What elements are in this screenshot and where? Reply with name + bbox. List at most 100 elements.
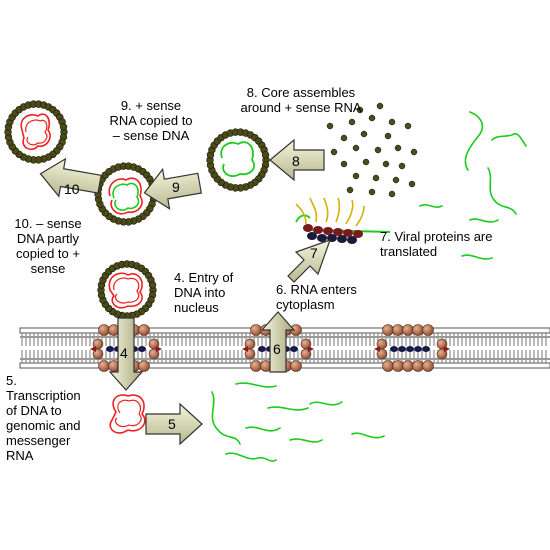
- core-particle: [388, 190, 396, 198]
- pore-core: [138, 346, 146, 352]
- pore-subunit: [98, 324, 110, 336]
- label-step4: 4. Entry of DNA into nucleus: [174, 270, 233, 315]
- core-particle: [398, 162, 406, 170]
- core-particle: [340, 134, 348, 142]
- capsid-step8: [206, 128, 270, 192]
- pore-core: [414, 346, 422, 352]
- label-step4-line2: DNA into: [174, 285, 226, 300]
- pore-subunit: [422, 324, 434, 336]
- core-particle: [326, 122, 334, 130]
- label-step9-line2: RNA copied to: [109, 113, 193, 128]
- pore-core: [106, 346, 114, 352]
- pore-subunit: [422, 360, 434, 372]
- pore-core: [290, 346, 298, 352]
- dna-strand-capsid10: [20, 113, 51, 151]
- arrow-7-label: 7: [310, 245, 318, 261]
- core-particle: [352, 144, 360, 152]
- pore-subunit: [250, 360, 262, 372]
- label-step9: 9. + sense RNA copied to – sense DNA: [100, 98, 202, 143]
- pore-subunit: [250, 324, 262, 336]
- rna-fragments: [211, 111, 527, 462]
- rna-strand-capsid8: [220, 141, 255, 177]
- core-particle: [362, 158, 370, 166]
- dna-strand-capsid4: [108, 272, 143, 309]
- pore-core: [406, 346, 414, 352]
- core-particle: [408, 180, 416, 188]
- arrow-7: 7: [287, 239, 331, 283]
- free-core-particles: [326, 102, 418, 198]
- arrow-6-label: 6: [273, 341, 281, 357]
- pore-subunit: [98, 360, 110, 372]
- arrow-9: 9: [143, 167, 203, 210]
- label-step10-line4: sense: [30, 261, 66, 276]
- dna-strand-capsid9: [108, 177, 143, 215]
- pore-core: [258, 346, 266, 352]
- label-step7-line1: 7. Viral proteins are: [380, 229, 493, 244]
- arrow-5-label: 5: [168, 416, 176, 432]
- label-step5-line2: Transcription: [6, 388, 81, 403]
- label-step5-line3: of DNA to: [6, 403, 62, 418]
- pore-subunit: [402, 360, 414, 372]
- core-particle: [360, 130, 368, 138]
- pore-core: [422, 346, 430, 352]
- dna-strand2-capsid10: [25, 119, 48, 146]
- rna-strand-capsid9: [112, 182, 140, 211]
- pore-subunit: [382, 360, 394, 372]
- arrow-9-label: 9: [172, 179, 180, 195]
- label-step6-line2: cytoplasm: [276, 297, 335, 312]
- pore-subunit: [382, 324, 394, 336]
- label-step6: 6. RNA enters cytoplasm: [276, 282, 357, 312]
- label-step5-line4: genomic and: [6, 418, 81, 433]
- core-particle: [330, 148, 338, 156]
- label-step8-line2: around + sense RNA: [240, 100, 362, 115]
- capsid-subunit: [59, 123, 68, 131]
- core-particle: [372, 174, 380, 182]
- pore-core: [390, 346, 398, 352]
- core-particle: [404, 122, 412, 130]
- label-step8-line1: 8. Core assembles: [246, 85, 356, 100]
- ribosome-complex: [295, 197, 391, 244]
- core-particle: [384, 132, 392, 140]
- dna-free-nucleus-2: [114, 399, 142, 428]
- core-particle: [340, 160, 348, 168]
- arrow-10-label: 10: [64, 181, 80, 197]
- pore-subunit: [138, 360, 150, 372]
- core-particle: [346, 186, 354, 194]
- arrow-8: 8: [269, 138, 325, 182]
- core-particle: [388, 118, 396, 126]
- label-step10-line3: copied to +: [16, 246, 80, 261]
- arrow-6: 6: [260, 311, 296, 373]
- label-step10-line1: 10. – sense: [14, 216, 82, 231]
- pore-subunit: [402, 324, 414, 336]
- label-step4-line3: nucleus: [174, 300, 219, 315]
- core-particle: [348, 118, 356, 126]
- capsid-subunit: [261, 151, 270, 159]
- core-particle: [410, 148, 418, 156]
- core-particle: [376, 102, 384, 110]
- label-step6-line1: 6. RNA enters: [276, 282, 357, 297]
- label-step5-line1: 5.: [6, 373, 17, 388]
- label-step7: 7. Viral proteins are translated: [380, 229, 493, 259]
- label-step9-line3: – sense DNA: [112, 128, 190, 143]
- pore-subunit: [138, 324, 150, 336]
- label-step10: 10. – sense DNA partly copied to + sense: [6, 216, 90, 276]
- arrow-10: 10: [39, 157, 102, 198]
- core-particle: [374, 146, 382, 154]
- pore-subunit: [412, 324, 424, 336]
- core-particle: [356, 106, 364, 114]
- capsid-step4: [97, 260, 157, 320]
- core-particle: [352, 172, 360, 180]
- label-step5: 5. Transcription of DNA to genomic and m…: [6, 373, 81, 463]
- capsid-step10: [4, 100, 68, 164]
- core-particle: [392, 176, 400, 184]
- core-particle: [394, 144, 402, 152]
- core-particle: [382, 160, 390, 168]
- label-step7-line2: translated: [380, 244, 438, 259]
- dna-free-nucleus: [109, 394, 146, 434]
- arrow-4: 4: [108, 317, 144, 391]
- label-step10-line2: DNA partly: [16, 231, 80, 246]
- label-step5-line5: messenger: [6, 433, 71, 448]
- pore-subunit: [392, 324, 404, 336]
- label-step4-line1: 4. Entry of: [174, 270, 234, 285]
